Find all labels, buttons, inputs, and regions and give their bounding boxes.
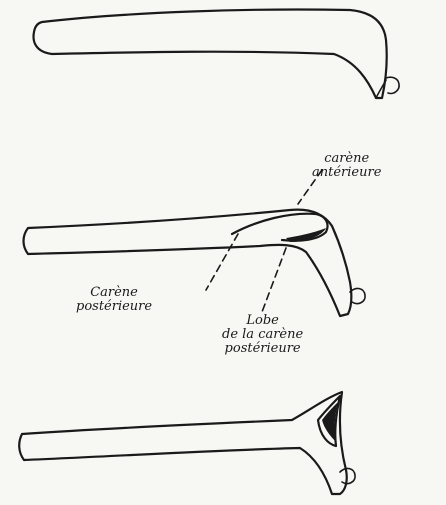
label-line: de la carène [222,328,303,342]
figure-1-shaft [34,10,400,99]
label-line: carène [312,152,381,166]
label-carene-anterieure: carène antérieure [312,152,381,180]
label-carene-posterieure: Carène postérieure [76,286,152,314]
label-line: postérieure [222,342,303,356]
label-line: antérieure [312,166,381,180]
figure-3-shaft [19,392,355,494]
label-line: Lobe [222,314,303,328]
figure-2-shaft [24,170,366,316]
label-line: Carène [76,286,152,300]
label-lobe: Lobe de la carène postérieure [222,314,303,356]
label-line: postérieure [76,300,152,314]
